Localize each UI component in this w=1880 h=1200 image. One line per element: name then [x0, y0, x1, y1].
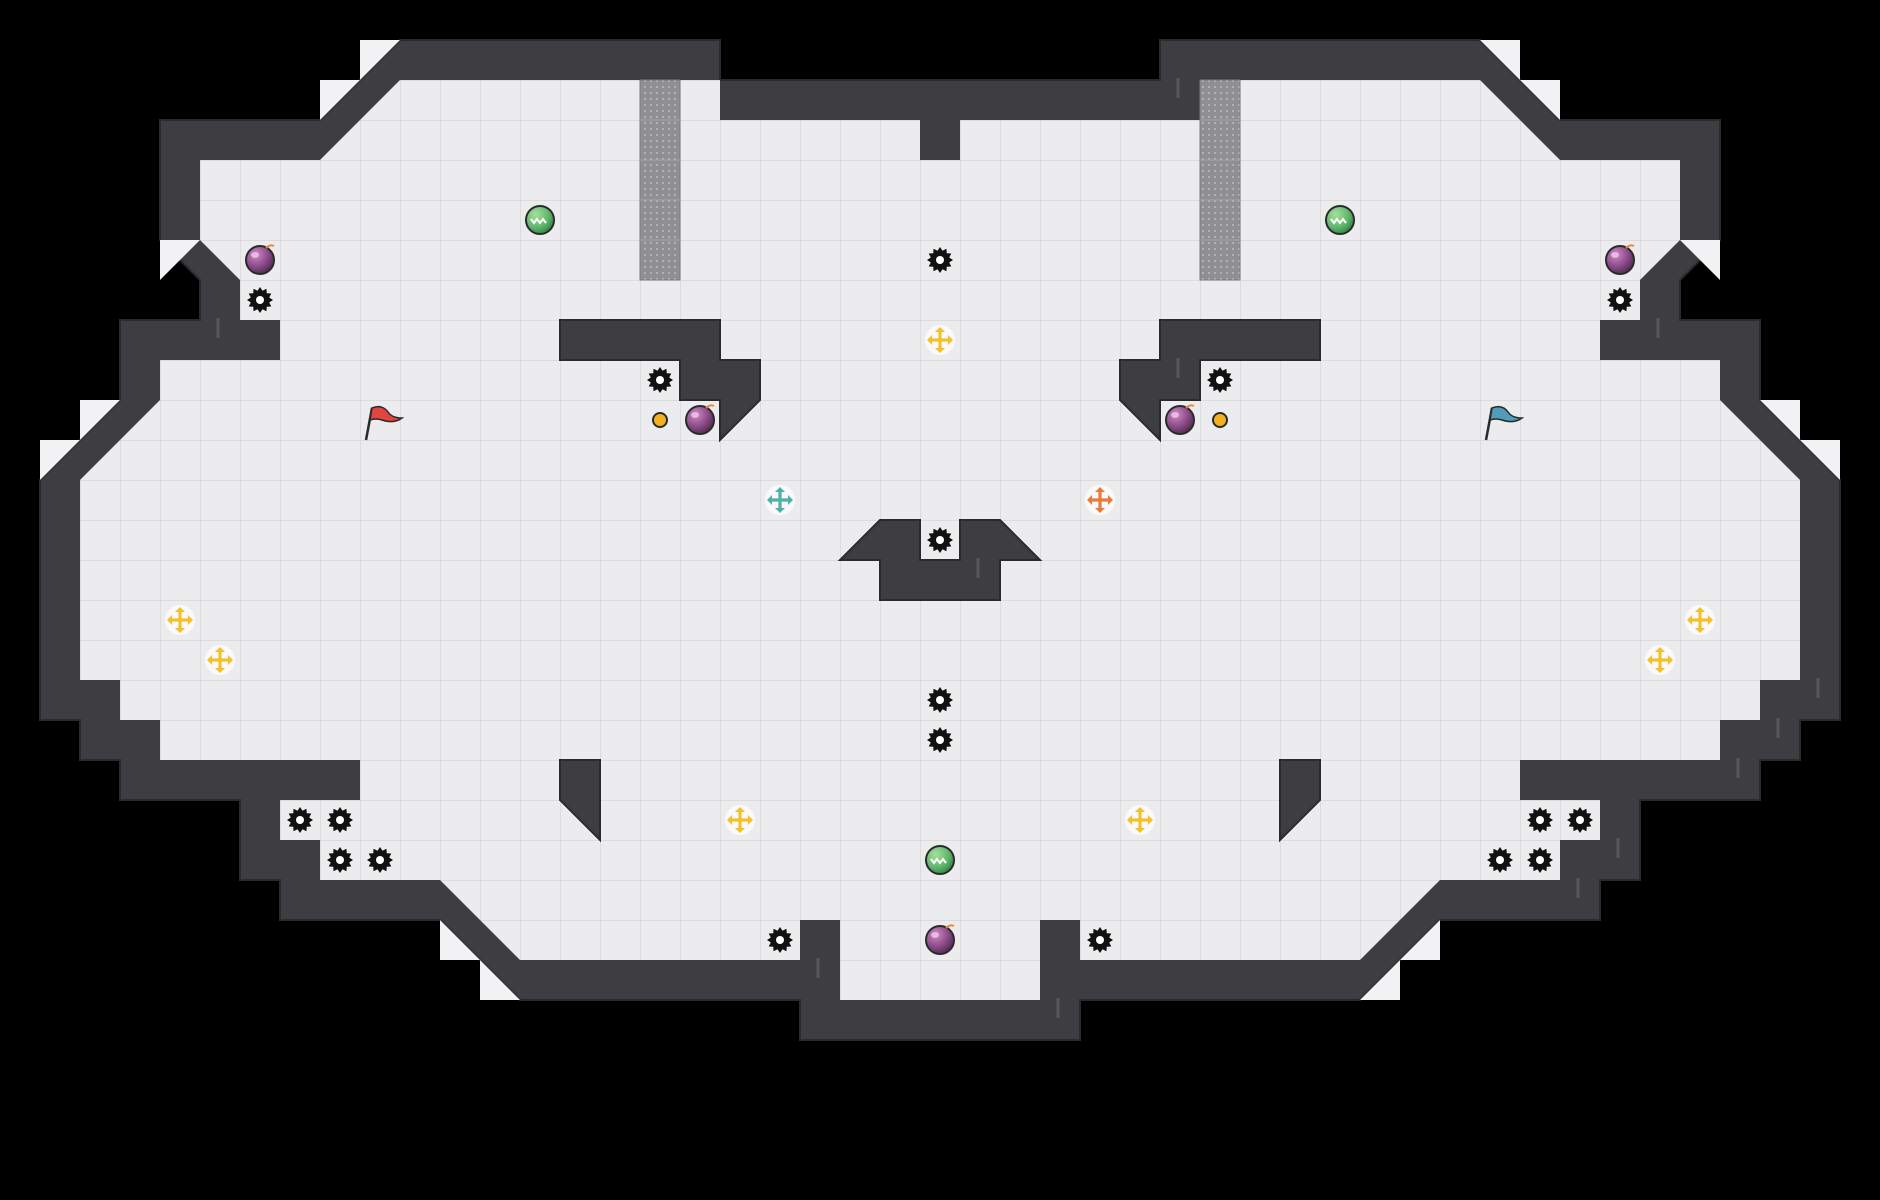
spike-mine-icon [927, 687, 953, 713]
spike-mine-icon [1607, 287, 1633, 313]
blue-flag-icon [1484, 405, 1525, 441]
inner-wall-lower-left [559, 759, 601, 843]
inner-wall-center [837, 519, 1043, 601]
orange-move-arrows-icon [1085, 485, 1115, 515]
boost-pad-icon [205, 645, 235, 675]
spike-mine-icon [927, 727, 953, 753]
bevel-corners [40, 40, 1840, 1000]
inner-wall-upper-right [1119, 319, 1321, 443]
boost-pad-icon [1645, 645, 1675, 675]
spike-mine-icon [1527, 847, 1553, 873]
spike-mine-icon [247, 287, 273, 313]
bomb-powerup-icon [925, 924, 955, 955]
speed-powerup-icon [525, 205, 555, 235]
boost-pad-icon [1125, 805, 1155, 835]
boost-pad-icon [165, 605, 195, 635]
spike-mine-icon [647, 367, 673, 393]
red-flag-icon [364, 405, 405, 441]
inner-wall-upper-left [559, 319, 761, 443]
coin-icon [1212, 412, 1228, 428]
spike-mine-icon [287, 807, 313, 833]
spike-mine-icon [1567, 807, 1593, 833]
spike-mine-icon [1487, 847, 1513, 873]
spike-mine-icon [1207, 367, 1233, 393]
spike-mine-icon [927, 527, 953, 553]
spike-mine-icon [1527, 807, 1553, 833]
speed-powerup-icon [925, 845, 955, 875]
inner-wall-lower-right [1279, 759, 1321, 843]
boost-pad-icon [725, 805, 755, 835]
bomb-powerup-icon [1605, 244, 1635, 275]
breakable-block-column-right [1199, 79, 1241, 281]
spike-mine-icon [767, 927, 793, 953]
wall-slot-marks [216, 78, 1820, 1018]
spike-mine-icon [327, 847, 353, 873]
bomb-powerup-icon [685, 404, 715, 435]
spike-mine-icon [367, 847, 393, 873]
spike-mine-icon [1087, 927, 1113, 953]
speed-powerup-icon [1325, 205, 1355, 235]
breakable-block-column-left [639, 79, 681, 281]
bomb-powerup-icon [1165, 404, 1195, 435]
spike-mine-icon [327, 807, 353, 833]
boost-pad-icon [1685, 605, 1715, 635]
bomb-powerup-icon [245, 244, 275, 275]
teal-move-arrows-icon [765, 485, 795, 515]
coin-icon [652, 412, 668, 428]
spike-mine-icon [927, 247, 953, 273]
boost-pad-icon [925, 325, 955, 355]
